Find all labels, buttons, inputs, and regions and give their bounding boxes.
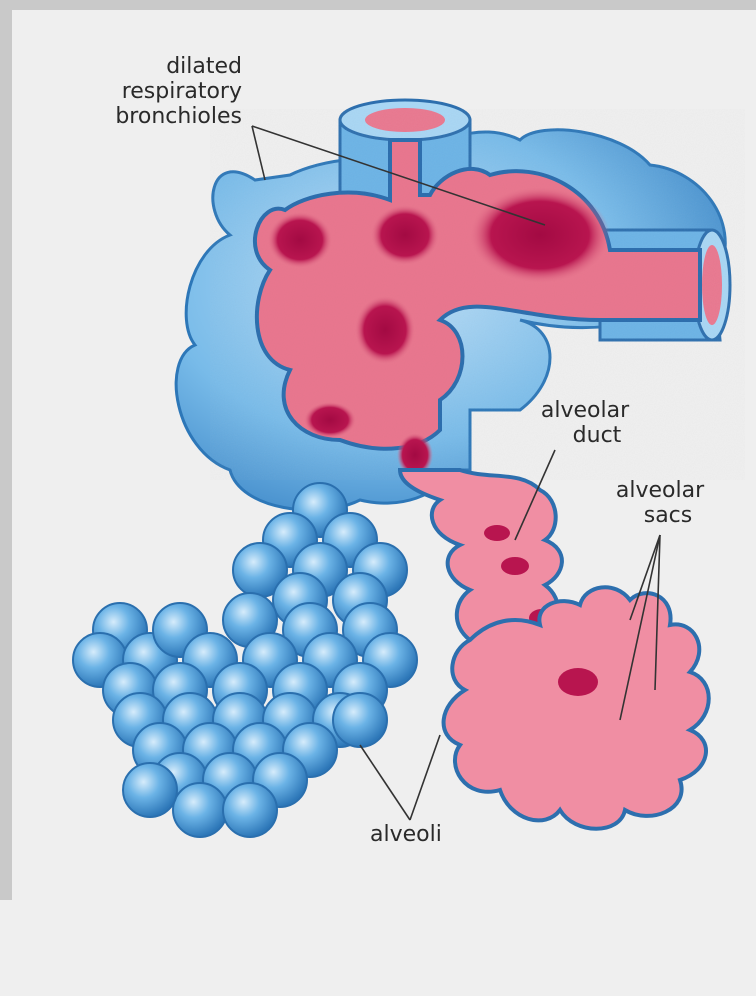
- label-alveolar-sacs: alveolar sacs: [605, 478, 715, 528]
- label-line: alveolar: [605, 478, 715, 503]
- alveolus-sphere: [223, 783, 277, 837]
- label-dilated-respiratory-bronchioles: dilated respiratory bronchioles: [92, 54, 242, 129]
- alveolus-sphere: [173, 783, 227, 837]
- label-line: bronchioles: [92, 104, 242, 129]
- alveolus-sphere: [333, 693, 387, 747]
- label-alveoli: alveoli: [370, 822, 442, 847]
- label-line: alveolar: [525, 398, 645, 423]
- label-line: respiratory: [92, 79, 242, 104]
- label-alveolar-duct: alveolar duct: [525, 398, 645, 448]
- label-line: duct: [525, 423, 645, 448]
- label-line: dilated: [92, 54, 242, 79]
- label-line: sacs: [605, 503, 715, 528]
- alveolus-sphere: [123, 763, 177, 817]
